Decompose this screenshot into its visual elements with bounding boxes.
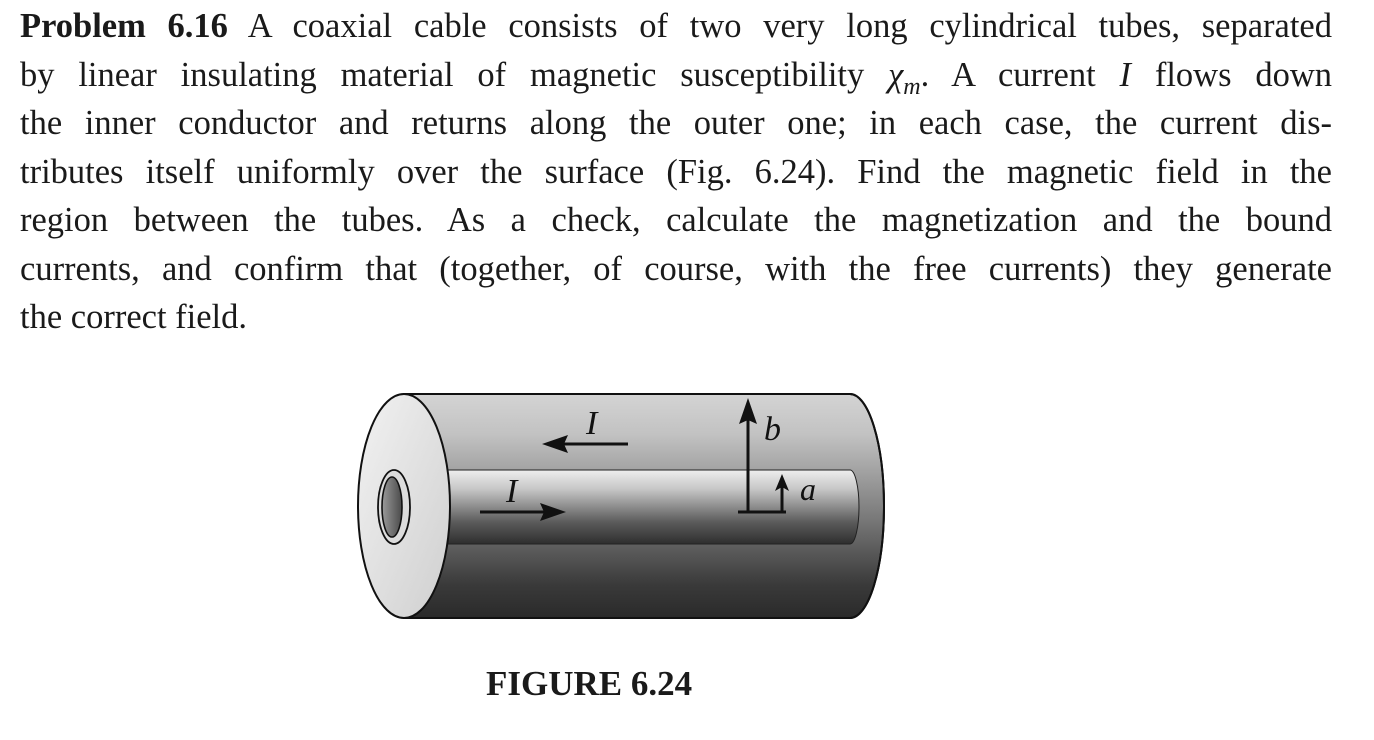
outer-current-arrow [542,435,628,453]
problem-heading: Problem 6.16 [20,7,228,45]
problem-line-1: Problem 6.16 A coaxial cable consists of… [20,2,1332,51]
chi-symbol: χ [888,55,904,94]
inner-tube-end [377,469,411,545]
problem-line-4: tributes itself uniformly over the surfa… [20,152,1332,191]
inner-current-arrow [480,503,566,521]
problem-line-1-text: A coaxial cable consists of two very lon… [227,7,1332,45]
inner-tube [393,469,860,545]
chi-subscript: m [903,73,921,100]
problem-line-2-post: flows down [1131,55,1332,94]
outer-current-label: I [585,405,599,442]
radius-a-arrow [775,474,789,512]
inner-radius-label: a [800,471,816,507]
problem-line-2-pre: by linear insulating material of magneti… [20,55,889,94]
problem-statement: Problem 6.16 A coaxial cable consists of… [20,2,1332,342]
coaxial-cable-diagram: I I b a [357,393,885,619]
coaxial-cable-figure: I I b a [350,388,890,628]
figure-caption: FIGURE 6.24 [486,664,693,703]
problem-line-3: the inner conductor and returns along th… [20,104,1332,142]
inner-current-label: I [505,473,519,510]
problem-line-6: currents, and confirm that (together, of… [20,249,1332,288]
problem-line-2-mid: . A current [920,55,1120,94]
problem-line-7: the correct field. [20,298,247,336]
radius-b-arrow [738,398,786,514]
outer-radius-label: b [764,411,781,448]
problem-line-5: region between the tubes. As a check, ca… [20,201,1332,239]
current-symbol: I [1119,55,1132,94]
problem-line-2: by linear insulating material of magneti… [20,51,1332,100]
